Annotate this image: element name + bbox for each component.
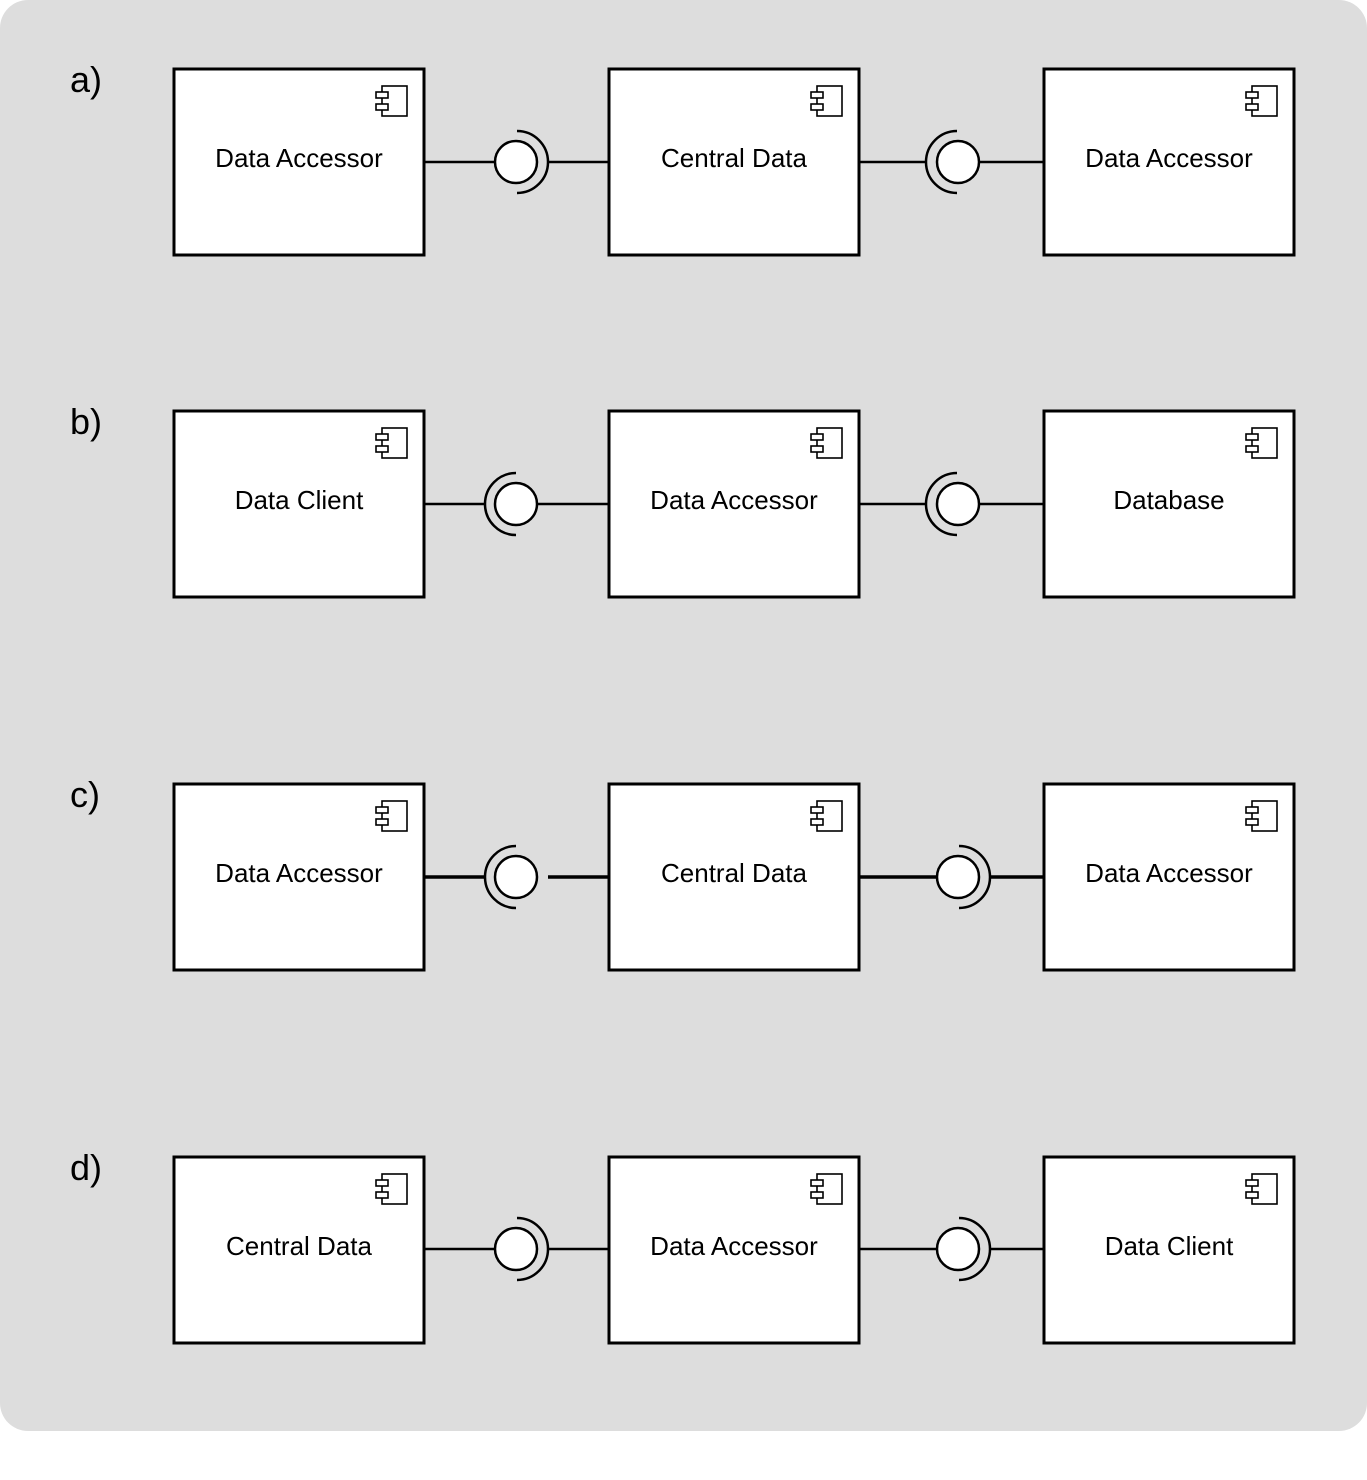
- component-icon: [810, 1173, 843, 1205]
- component-icon: [1245, 85, 1278, 117]
- component-label: Data Client: [1105, 1231, 1234, 1261]
- component-box[interactable]: Data Accessor: [172, 782, 426, 972]
- interface-connector: [859, 129, 1044, 195]
- component-label: Data Accessor: [650, 1231, 818, 1261]
- row-label: a): [70, 59, 102, 100]
- interface-connector: [859, 1216, 1044, 1282]
- component-label: Data Accessor: [215, 858, 383, 888]
- component-box[interactable]: Database: [1042, 409, 1296, 599]
- row-a: a) Data Accessor Central Data: [70, 59, 1296, 257]
- component-box[interactable]: Central Data: [607, 782, 861, 972]
- component-label: Data Accessor: [650, 485, 818, 515]
- component-icon: [375, 85, 408, 117]
- component-box[interactable]: Central Data: [172, 1155, 426, 1345]
- component-icon: [1245, 1173, 1278, 1205]
- interface-connector: [424, 1216, 609, 1282]
- component-label: Central Data: [661, 858, 807, 888]
- row-label: b): [70, 401, 102, 442]
- row-d: d) Central Data Data Accessor: [70, 1147, 1296, 1345]
- component-label: Central Data: [661, 143, 807, 173]
- component-label: Central Data: [226, 1231, 372, 1261]
- component-label: Data Accessor: [215, 143, 383, 173]
- component-box[interactable]: Data Accessor: [172, 67, 426, 257]
- component-box[interactable]: Data Client: [172, 409, 426, 599]
- interface-connector: [424, 129, 609, 195]
- interface-connector: [859, 471, 1044, 537]
- component-icon: [810, 85, 843, 117]
- component-label: Database: [1113, 485, 1224, 515]
- component-icon: [1245, 800, 1278, 832]
- component-box[interactable]: Data Client: [1042, 1155, 1296, 1345]
- component-icon: [375, 1173, 408, 1205]
- interface-connector: [424, 844, 609, 910]
- row-label: d): [70, 1147, 102, 1188]
- interface-connector: [424, 471, 609, 537]
- component-box[interactable]: Data Accessor: [1042, 67, 1296, 257]
- component-box[interactable]: Central Data: [607, 67, 861, 257]
- component-box[interactable]: Data Accessor: [607, 409, 861, 599]
- row-b: b) Data Client Data Accessor: [70, 401, 1296, 599]
- component-icon: [810, 427, 843, 459]
- component-label: Data Accessor: [1085, 858, 1253, 888]
- component-label: Data Accessor: [1085, 143, 1253, 173]
- component-icon: [375, 427, 408, 459]
- component-icon: [1245, 427, 1278, 459]
- component-box[interactable]: Data Accessor: [607, 1155, 861, 1345]
- component-box[interactable]: Data Accessor: [1042, 782, 1296, 972]
- component-icon: [810, 800, 843, 832]
- row-label: c): [70, 774, 100, 815]
- row-c: c) Data Accessor Central Data: [70, 774, 1296, 972]
- interface-connector: [859, 844, 1044, 910]
- component-label: Data Client: [235, 485, 364, 515]
- component-icon: [375, 800, 408, 832]
